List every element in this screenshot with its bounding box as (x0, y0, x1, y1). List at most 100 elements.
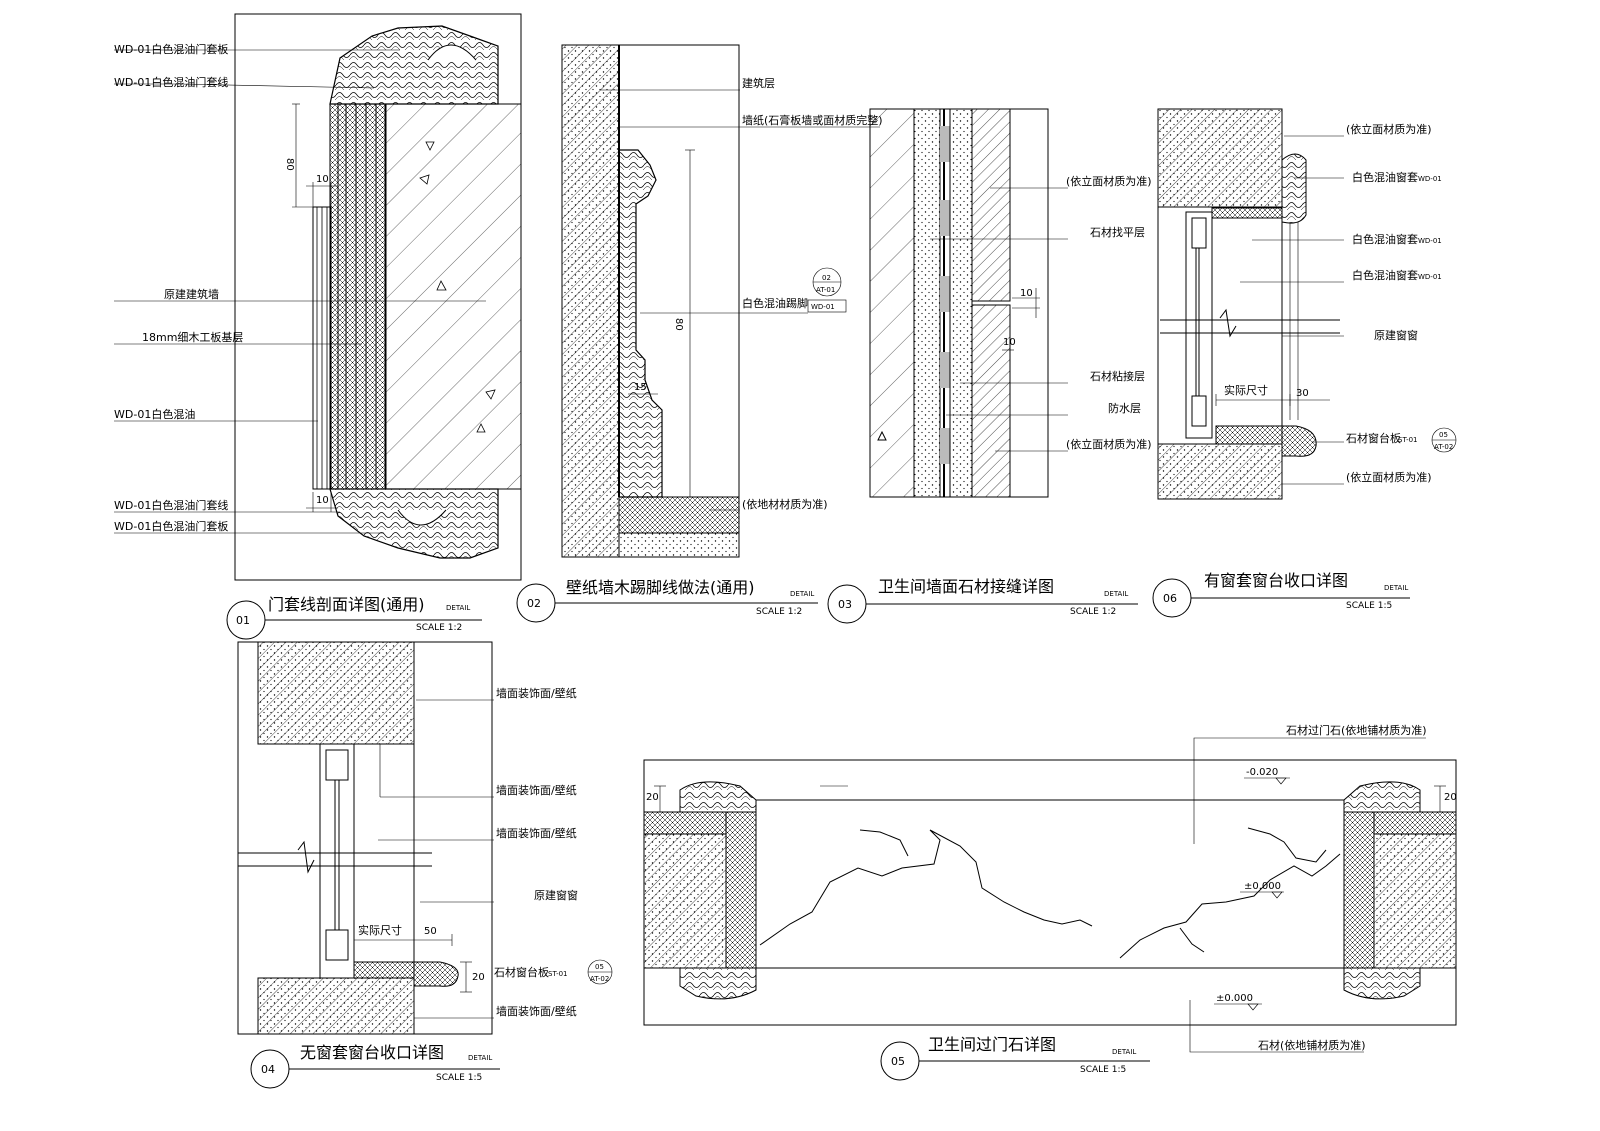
window-frame (319, 743, 355, 979)
dim-10-b: 10 (1003, 337, 1016, 348)
detail-06-scale: SCALE 1:5 (1346, 601, 1392, 611)
detail-06-title: 有窗套窗台收口详图 (1204, 571, 1348, 590)
casing-head (1281, 153, 1307, 224)
sill-wall-dots (1158, 444, 1282, 499)
label-bottom-casing-board: WD-01白色混油门套板 (114, 519, 228, 533)
detail-05-threshold-stone: 20 20 -0.020 ±0.000 ±0.000 石材过门石(依地铺材质为准… (643, 723, 1457, 1081)
elevation-mid: ±0.000 (1244, 881, 1281, 892)
dim-80: 80 (284, 158, 295, 171)
stone-lower (971, 304, 1011, 498)
detail-05-number: 05 (891, 1055, 905, 1068)
label-window: 原建窗窗 (1374, 328, 1418, 342)
detail-06-number: 06 (1163, 592, 1177, 605)
detail-04-detail: DETAIL (468, 1054, 492, 1062)
code-stone-sill: ST-01 (548, 970, 568, 978)
detail-06-callout: 05 AT-02 (1431, 427, 1457, 453)
callout-bot: AT-02 (590, 975, 609, 983)
label-finish-top: (依立面材质为准) (1346, 122, 1432, 136)
dim-30: 30 (1296, 388, 1309, 399)
dim-50: 50 (424, 926, 437, 937)
detail-04-number: 04 (261, 1063, 275, 1076)
detail-05-title: 卫生间过门石详图 (928, 1035, 1056, 1054)
label-paint: WD-01白色混油 (114, 407, 195, 421)
dim-20-right: 20 (1444, 792, 1457, 803)
label-wallpaper: 墙纸(石膏板墙或面材质完整) (742, 113, 883, 127)
label-threshold-stone: 石材过门石(依地铺材质为准) (1286, 723, 1427, 737)
left-casing-bottom (679, 967, 757, 1000)
detail-04-leaders (378, 699, 494, 1019)
label-stone-sill: 石材窗台板 (1346, 431, 1401, 445)
break-symbol (297, 840, 315, 874)
label-bottom-casing-line: WD-01白色混油门套线 (114, 498, 228, 512)
wall-hatch (869, 108, 915, 498)
callout-top: 05 (595, 963, 604, 971)
label-finish-1: 墙面装饰面/壁纸 (496, 686, 577, 700)
leveling-layer (913, 108, 941, 498)
detail-06-leaders (1240, 135, 1344, 485)
dim-80: 80 (673, 318, 684, 331)
detail-02-number: 02 (527, 597, 541, 610)
detail-03-dims (1002, 288, 1040, 351)
floor-screed (618, 532, 740, 558)
detail-04-title: 无窗套窗台收口详图 (300, 1043, 444, 1062)
casing-soffit (1211, 207, 1283, 219)
top-casing-moulding (329, 25, 499, 105)
detail-01-detail: DETAIL (446, 604, 470, 612)
detail-01-number: 01 (236, 614, 250, 627)
dim-10-bottom: 10 (316, 495, 329, 506)
label-floor: (依地材材质为准) (742, 497, 828, 511)
label-leveling: 石材找平层 (1090, 225, 1145, 239)
label-finish-3: 墙面装饰面/壁纸 (496, 826, 577, 840)
detail-05-dims (654, 785, 1446, 813)
right-wall-dots (1374, 834, 1456, 968)
top-moulding-curve (427, 44, 477, 61)
detail-06-window-sill-with-casing: 实际尺寸 30 (依立面材质为准) 白色混油窗套 WD-01 白色混油窗套 WD… (1152, 108, 1457, 618)
detail-05-leaders (1189, 737, 1426, 1053)
stone-sill (353, 961, 459, 987)
detail-03-number: 03 (838, 598, 852, 611)
detail-01-door-casing-section: 80 10 10 WD-01白色混油门套板 WD-01白色混油门套线 原建建筑墙… (114, 13, 522, 640)
right-casing-bottom (1343, 967, 1421, 1000)
detail-03-scale: SCALE 1:2 (1070, 607, 1116, 617)
bottom-moulding-curve (397, 509, 447, 526)
detail-03-detail: DETAIL (1104, 590, 1128, 598)
veneer-strip (312, 206, 332, 490)
adhesive-blobs (940, 126, 950, 464)
label-casing-2: 白色混油窗套 (1352, 232, 1418, 246)
sill-wall-dots (258, 978, 414, 1034)
detail-03-leaders (930, 187, 1068, 452)
lintel-dots (1158, 109, 1282, 207)
label-stone-sill: 石材窗台板 (494, 965, 549, 979)
label-finish-2: 墙面装饰面/壁纸 (496, 783, 577, 797)
label-finish-bottom: (依立面材质为准) (1066, 437, 1152, 451)
label-top-casing-board: WD-01白色混油门套板 (114, 42, 228, 56)
detail-01-scale: SCALE 1:2 (416, 623, 462, 633)
label-waterproof: 防水层 (1108, 401, 1141, 415)
detail-01-leaders (114, 49, 486, 534)
dim-15: 15 (634, 382, 647, 393)
skirting-profile (618, 149, 663, 498)
dim-10-top: 10 (316, 174, 329, 185)
right-casing-top (1343, 781, 1421, 813)
stone-upper (971, 108, 1011, 302)
wall-hatch (384, 103, 522, 490)
detail-03-title: 卫生间墙面石材接缝详图 (878, 577, 1054, 596)
detail-05-scale: SCALE 1:5 (1080, 1065, 1126, 1075)
dim-20-left: 20 (646, 792, 659, 803)
callout-bot: AT-01 (816, 286, 835, 294)
callout-bot: AT-02 (1434, 443, 1453, 451)
detail-05-detail: DETAIL (1112, 1048, 1136, 1056)
callout-top: 02 (822, 274, 831, 282)
label-casing-1: 白色混油窗套 (1352, 170, 1418, 184)
detail-04-dims (353, 934, 472, 993)
detail-04-window-sill-no-casing: 实际尺寸 50 20 墙面装饰面/壁纸 墙面装饰面/壁纸 墙面装饰面/壁纸 原建… (237, 641, 613, 1089)
label-skirting: 白色混油踢脚 (742, 296, 808, 310)
right-floor-layer (1373, 811, 1457, 835)
stone-sill (1215, 425, 1317, 457)
window-frame (1185, 211, 1213, 439)
label-finish-bottom: (依立面材质为准) (1346, 470, 1432, 484)
label-top-casing-line: WD-01白色混油门套线 (114, 75, 228, 89)
detail-01-title: 门套线剖面详图(通用) (268, 595, 425, 614)
dim-actual-size: 实际尺寸 (1224, 383, 1268, 397)
